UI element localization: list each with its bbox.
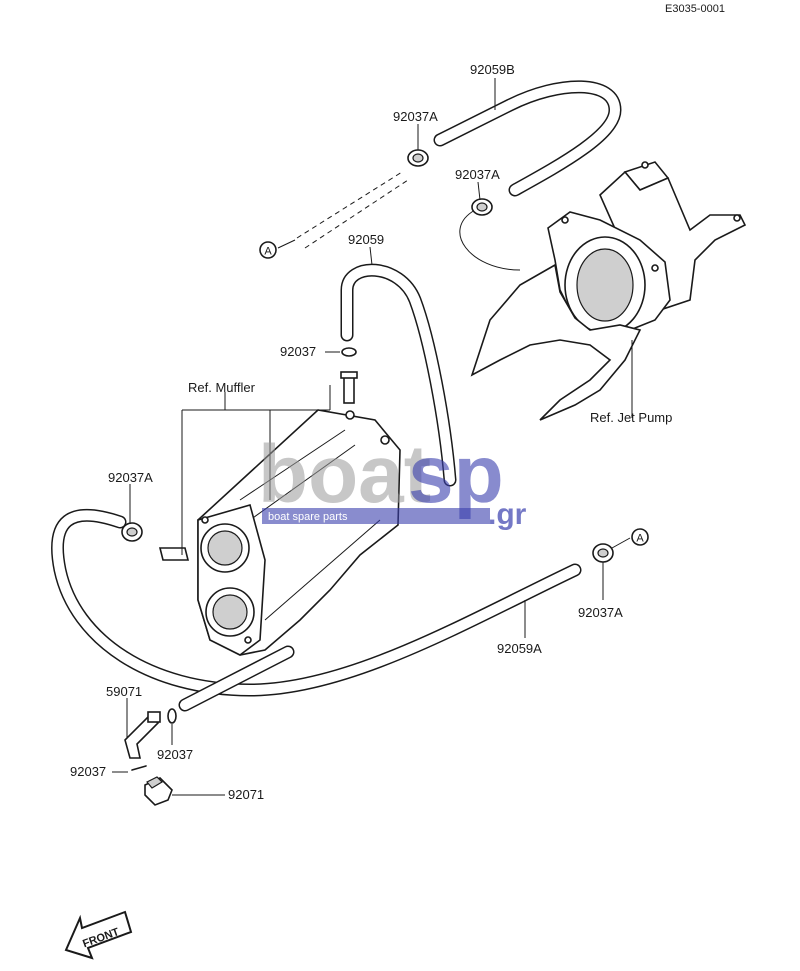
label-92059b: 92059B (470, 62, 515, 77)
clip-92037-bottom-right (167, 708, 177, 724)
svg-text:A: A (264, 246, 272, 258)
watermark-domain: .gr (488, 498, 527, 531)
watermark-brand-blue: sp (408, 429, 504, 520)
jet-pump-drawing (470, 161, 747, 421)
diagram-code: E3035-0001 (665, 3, 725, 15)
label-92037a-left: 92037A (108, 470, 153, 485)
cap-92071 (144, 776, 173, 806)
clamp-92037a-top-left (407, 149, 429, 167)
marker-a-right: A (631, 528, 649, 546)
clamp-92037a-left (121, 522, 143, 542)
leader-lines (112, 78, 633, 796)
front-arrow: FRONT (64, 910, 133, 960)
muffler-drawing (158, 371, 401, 656)
marker-a-top: A (259, 241, 277, 259)
label-92037a-top-left: 92037A (393, 109, 438, 124)
watermark-brand-gray: boat (258, 429, 431, 520)
clip-92037-bottom-left (131, 765, 147, 771)
label-92059a: 92059A (497, 641, 542, 656)
hose-92059a (51, 508, 582, 697)
label-92037a-right: 92037A (578, 605, 623, 620)
clamp-92037a-top-right (471, 198, 493, 216)
hidden-hose (296, 171, 409, 249)
label-59071: 59071 (106, 684, 142, 699)
label-ref-muffler: Ref. Muffler (188, 380, 256, 395)
label-92037a-top-right: 92037A (455, 167, 500, 182)
label-92037-bottom-right: 92037 (157, 747, 193, 762)
label-ref-jet-pump: Ref. Jet Pump (590, 410, 672, 425)
label-92037-mid: 92037 (280, 344, 316, 359)
label-92071: 92071 (228, 787, 264, 802)
svg-text:A: A (636, 533, 644, 545)
clamp-92037a-right (592, 543, 614, 563)
hose-92059 (340, 263, 457, 487)
watermark-tagline: boat spare parts (268, 511, 348, 523)
label-92059: 92059 (348, 232, 384, 247)
hose-short (178, 645, 295, 712)
clamp-wire (459, 209, 521, 271)
watermark: boat sp .gr boat spare parts (258, 429, 527, 531)
label-92037-bottom-left: 92037 (70, 764, 106, 779)
hose-92059b (433, 80, 622, 197)
clip-92037-mid (341, 347, 357, 357)
elbow-59071 (124, 711, 161, 759)
